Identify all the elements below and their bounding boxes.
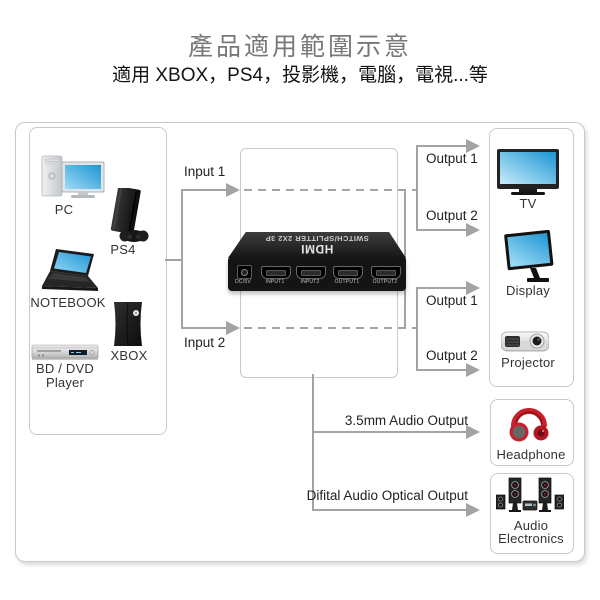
output2-top-label: Output 2 [426, 208, 478, 223]
output-bracket2 [416, 287, 418, 371]
projector-icon [501, 331, 549, 352]
dc-pin [241, 268, 248, 276]
page-title: 產品適用範圍示意 [187, 33, 412, 61]
hdmi-switch-device: HDMI SWITCH/SPLITTER 2X2 3P DC/5V INPUT1… [228, 232, 406, 291]
hdmi-slot [376, 270, 396, 276]
device-top-print: HDMI SWITCH/SPLITTER 2X2 3P [228, 232, 406, 258]
output1-bottom-arrowhead [466, 281, 480, 295]
bd-dvd-label-line1: BD / DVD [36, 361, 94, 376]
output2-bottom-line [416, 369, 466, 371]
headphone-box [490, 399, 574, 466]
tv-label: TV [519, 196, 537, 211]
input2-dashed-line [244, 327, 416, 329]
display-icon [504, 230, 554, 282]
output2-bottom-arrowhead [466, 363, 480, 377]
page-subtitle: 適用 XBOX，PS4，投影機，電腦，電視...等 [112, 65, 488, 86]
audio-electronics-box [490, 473, 574, 554]
output1-port-label: OUTPUT1 [334, 279, 360, 285]
input1-dashed-line [244, 189, 416, 191]
input-riser-line [181, 189, 183, 329]
output1-top-label: Output 1 [426, 151, 478, 166]
ps4-label: PS4 [110, 242, 136, 257]
audio-optical-line [312, 509, 466, 511]
output1-top-line [416, 145, 466, 147]
input1-label: Input 1 [184, 164, 226, 179]
dc-port-label: DC/5V [235, 279, 251, 285]
hdmi-input2-port [296, 266, 326, 279]
xbox-label: XBOX [110, 348, 148, 363]
input2-label: Input 2 [184, 335, 226, 350]
output2-top-arrowhead [466, 223, 480, 237]
audio-electronics-icon [496, 477, 564, 512]
notebook-label: NOTEBOOK [30, 295, 106, 310]
hdmi-slot [266, 270, 286, 276]
audio-35mm-label: 3.5mm Audio Output [344, 413, 468, 428]
hdmi-output1-port [333, 266, 363, 279]
audio-35mm-arrowhead [466, 425, 480, 439]
device-top-face: HDMI SWITCH/SPLITTER 2X2 3P [228, 232, 406, 258]
output1-bottom-label: Output 1 [426, 293, 478, 308]
headphone-label: Headphone [496, 447, 566, 462]
audio-optical-label: Difital Audio Optical Output [306, 488, 468, 503]
notebook-icon [42, 249, 98, 291]
bd-dvd-player-icon [31, 344, 99, 360]
bd-dvd-label-line2: Player [45, 375, 85, 390]
dc-power-port [237, 265, 252, 279]
hdmi-slot [338, 270, 358, 276]
output1-bottom-line [416, 287, 466, 289]
headphone-icon [509, 407, 549, 442]
projector-label: Projector [501, 355, 555, 370]
hdmi-output2-port [371, 266, 401, 279]
audio-35mm-line [312, 431, 466, 433]
input1-line [181, 189, 226, 191]
display-label: Display [505, 283, 551, 298]
input1-port-label: INPUT1 [265, 279, 285, 285]
audio-optical-arrowhead [466, 503, 480, 517]
source-connector-line [165, 259, 182, 261]
device-model-text: SWITCH/SPLITTER 2X2 3P [265, 234, 369, 244]
tv-icon [497, 149, 559, 195]
input2-line [181, 327, 226, 329]
pc-icon [41, 155, 105, 198]
audio-electronics-label-line2: Electronics [498, 531, 564, 546]
hdmi-input1-port [261, 266, 291, 279]
output-bracket1 [416, 145, 418, 231]
audio-riser-line [312, 374, 314, 511]
hdmi-slot [301, 270, 321, 276]
audio-electronics-label-line1: Audio [513, 518, 549, 533]
device-front-face: DC/5V INPUT1 INPUT2 OUTPUT1 OUTPUT2 [228, 258, 406, 291]
device-brand-text: HDMI [300, 242, 334, 257]
input1-arrowhead [226, 183, 240, 197]
input2-arrowhead [226, 321, 240, 335]
xbox-icon [114, 301, 142, 347]
ps4-icon [110, 188, 149, 242]
output2-top-line [416, 229, 466, 231]
output2-bottom-label: Output 2 [426, 348, 478, 363]
pc-label: PC [54, 202, 74, 217]
input2-port-label: INPUT2 [300, 279, 320, 285]
output2-port-label: OUTPUT2 [372, 279, 398, 285]
output1-top-arrowhead [466, 139, 480, 153]
